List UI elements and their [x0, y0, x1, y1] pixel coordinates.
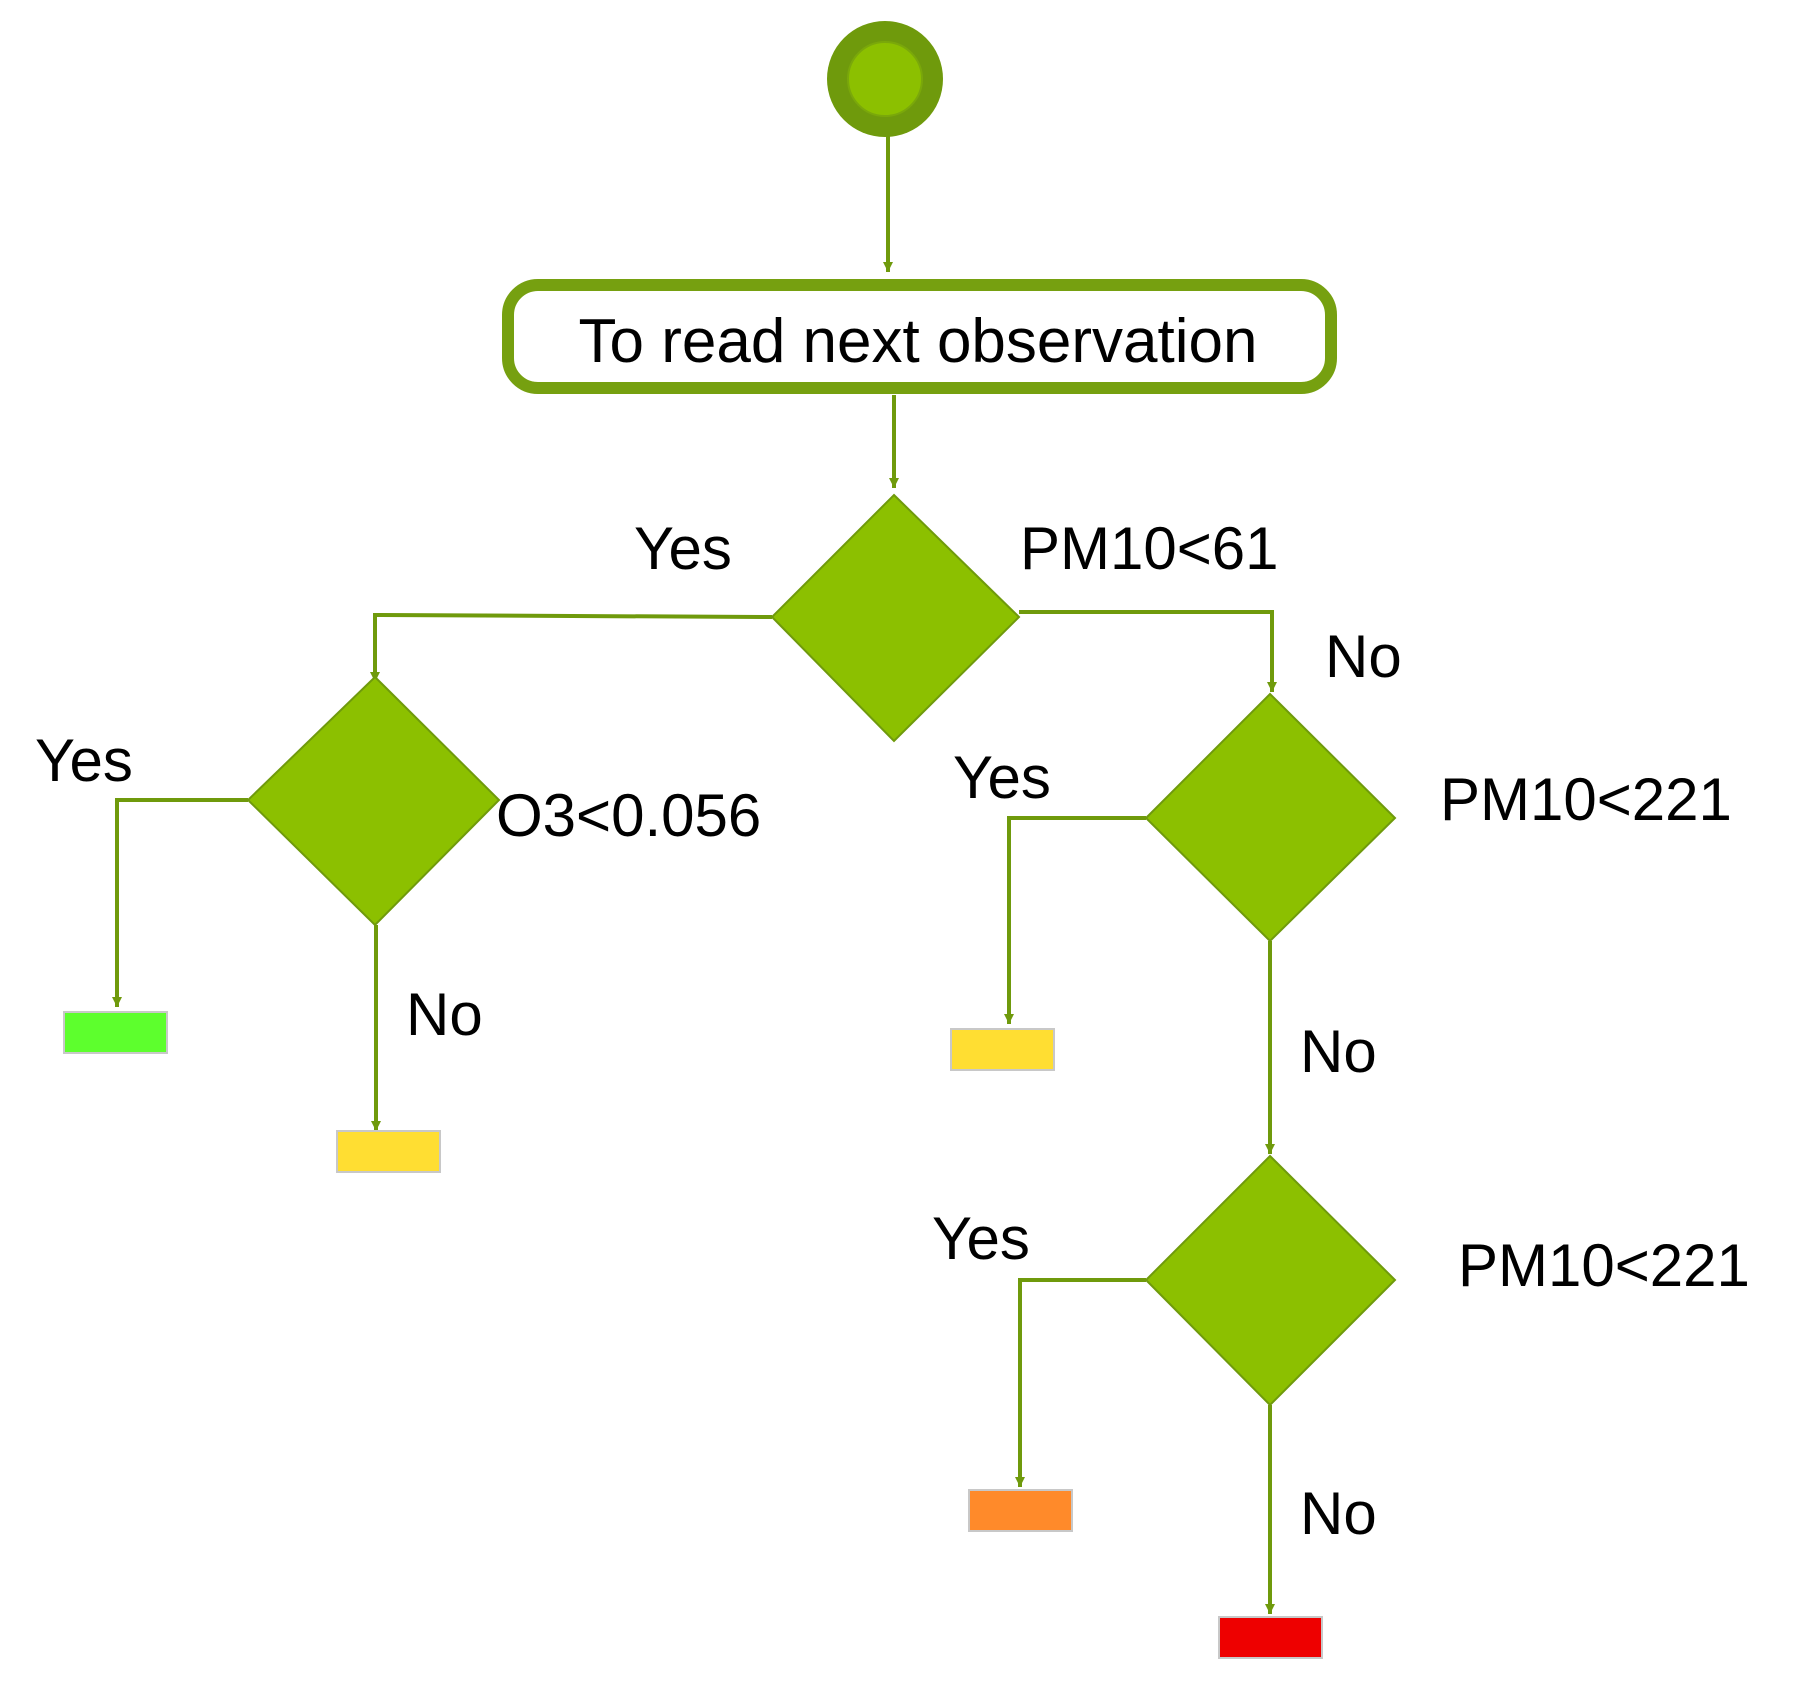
decision-diamond	[770, 493, 1021, 743]
edge-d1-yes	[370, 612, 773, 682]
edge-d4-yes	[1015, 1278, 1146, 1487]
edge-label-d4-no: No	[1300, 1480, 1377, 1547]
decision-label: PM10<221	[1440, 766, 1732, 833]
outcome-orange	[968, 1489, 1073, 1532]
process-node-box	[502, 279, 1337, 394]
decision-diamond	[1144, 692, 1397, 943]
edge-labels: Yes No Yes No Yes No Yes No	[35, 515, 1402, 1547]
edge-d1-no	[1019, 610, 1277, 692]
edge-label-d3-yes: Yes	[953, 744, 1051, 811]
edges	[112, 132, 1277, 1614]
decision-label: O3<0.056	[496, 782, 761, 849]
decision-node-d3[interactable]: PM10<221	[1144, 692, 1732, 943]
decision-diamond	[246, 675, 501, 927]
process-node-label: To read next observation	[579, 307, 1258, 376]
decision-node-d2[interactable]: O3<0.056	[246, 675, 761, 927]
edge-d3-yes	[1004, 816, 1146, 1024]
outcome-green	[63, 1011, 168, 1054]
decision-label: PM10<61	[1020, 515, 1279, 582]
edge-label-d1-no: No	[1325, 623, 1402, 690]
outcome-yellow-2	[950, 1028, 1055, 1071]
outcome-red	[1218, 1616, 1323, 1659]
outcomes	[63, 1011, 1323, 1659]
edge-label-d3-no: No	[1300, 1018, 1377, 1085]
start-node	[827, 21, 943, 137]
edge-label-d2-no: No	[406, 981, 483, 1048]
edge-label-d1-yes: Yes	[634, 515, 732, 582]
decision-diamond	[1144, 1154, 1397, 1407]
outcome-yellow-1	[336, 1130, 441, 1173]
process-node[interactable]: To read next observation	[502, 279, 1337, 394]
decision-node-d4[interactable]: PM10<221	[1144, 1154, 1750, 1407]
decision-node-d1[interactable]: PM10<61	[770, 493, 1279, 743]
decision-label: PM10<221	[1458, 1232, 1750, 1299]
edge-label-d2-yes: Yes	[35, 727, 133, 794]
start-node-inner	[847, 41, 923, 117]
edge-label-d4-yes: Yes	[932, 1205, 1030, 1272]
edge-d2-yes	[112, 798, 248, 1007]
